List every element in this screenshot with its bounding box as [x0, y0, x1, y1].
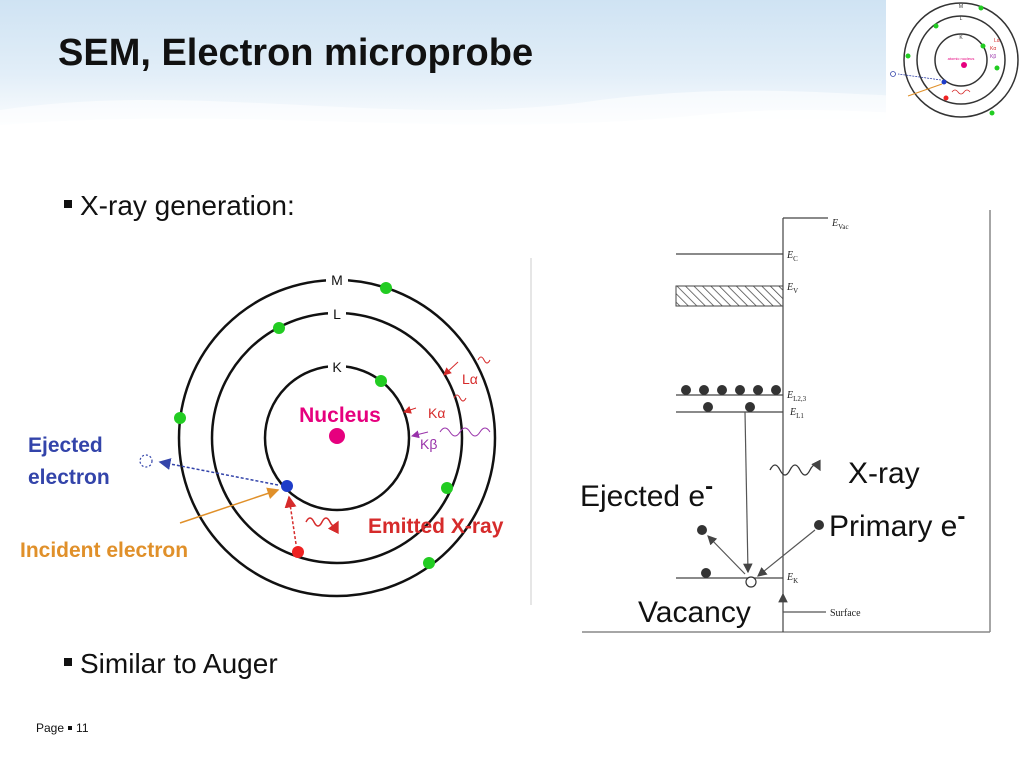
emitted-xray-label: Emitted X-ray	[368, 515, 504, 538]
ejected-electron-outline	[139, 454, 153, 468]
e-l23-label: EL2,3	[786, 390, 807, 403]
electron-l23	[681, 385, 691, 395]
thumb-k-beta: Kβ	[990, 54, 996, 60]
xray-label: X-ray	[848, 457, 920, 490]
electron-l23	[735, 385, 745, 395]
electron-k	[701, 568, 711, 578]
thumb-primary-electron	[943, 95, 949, 101]
page-number: 11	[76, 721, 89, 735]
ejection-arrow	[158, 458, 279, 486]
bullet-text: X-ray generation:	[80, 190, 295, 221]
electron-l-shell	[273, 322, 285, 334]
vacancy-marker	[745, 576, 757, 588]
vacancy-electron	[281, 480, 293, 492]
e-c-label: EC	[786, 250, 798, 263]
header-wave-decoration	[0, 90, 1024, 140]
bullet-marker	[64, 199, 72, 208]
nucleus	[329, 428, 345, 444]
bullet-marker	[64, 657, 72, 666]
thumb-shell-l-label: L	[960, 16, 963, 22]
thumb-ejected-electron	[890, 71, 896, 77]
thumbnail-atom-diagram: M L K atomic nucleus Lα Kα Kβ	[886, 0, 1024, 130]
electron-l23	[771, 385, 781, 395]
l-shell-label: L	[333, 306, 341, 322]
thumb-electron	[980, 43, 986, 49]
ejected-e-label: Ejected e-	[580, 473, 713, 513]
incident-arrow	[179, 487, 280, 524]
bullet-similar-to-auger: Similar to Auger	[64, 648, 278, 680]
m-shell-label: M	[331, 272, 343, 288]
k-shell-label: K	[332, 359, 342, 375]
surface-label: Surface	[830, 608, 861, 619]
primary-arrow	[757, 529, 816, 577]
thumb-shell-m-label: M	[959, 4, 963, 10]
electron-m-shell	[380, 282, 392, 294]
primary-electron	[292, 546, 304, 558]
atom-shell-diagram: M L K Nucleus Lα Kα Kβ Ejected electron …	[20, 258, 532, 605]
thumb-l-alpha: Lα	[994, 38, 1000, 44]
slide-title: SEM, Electron microprobe	[58, 32, 534, 74]
primary-e-label: Primary e-	[829, 503, 965, 543]
emitted-xray-wave	[305, 517, 339, 535]
electron-l1	[745, 402, 755, 412]
e-l1-label: EL1	[789, 407, 804, 420]
xray-wave	[769, 459, 821, 476]
l-alpha-label: Lα	[462, 371, 478, 387]
electron-m-shell	[174, 412, 186, 424]
thumb-k-alpha: Kα	[990, 46, 996, 52]
page-label: Page	[36, 721, 65, 735]
electron-l1	[703, 402, 713, 412]
bullet-xray-generation: X-ray generation:	[64, 190, 295, 222]
electron-k-shell	[375, 375, 387, 387]
thumb-shell-k-label: K	[959, 35, 963, 41]
energy-level-diagram: EVac EC EV EL2,3 EL1 EK Surface X-ray Ej…	[580, 210, 991, 633]
k-beta-label: Kβ	[420, 436, 437, 452]
e-k-label: EK	[786, 572, 798, 585]
valence-band	[675, 285, 784, 307]
transition-arrow	[743, 411, 753, 574]
thumb-vacancy-electron	[941, 79, 947, 85]
thumb-electron	[933, 23, 939, 29]
e-vac-label: EVac	[831, 218, 849, 231]
thumb-electron	[989, 110, 995, 116]
nucleus-label: Nucleus	[299, 404, 381, 427]
ejected-electron-label-line1: Ejected	[28, 434, 103, 457]
transition-arrow	[284, 495, 297, 545]
electron-l23	[717, 385, 727, 395]
thumb-nucleus-label: atomic nucleus	[948, 56, 975, 61]
thumb-electron	[905, 53, 911, 59]
footer-separator	[68, 725, 73, 730]
e-v-label: EV	[786, 282, 798, 295]
bullet-text: Similar to Auger	[80, 648, 278, 679]
electron-m-shell	[423, 557, 435, 569]
electron-l23	[699, 385, 709, 395]
thumb-electron	[994, 65, 1000, 71]
ejected-electron-label-line2: electron	[28, 466, 110, 489]
primary-electron	[814, 520, 824, 530]
page-footer: Page 11	[36, 721, 89, 735]
vacancy-label: Vacancy	[638, 596, 751, 629]
incident-electron-label: Incident electron	[20, 539, 188, 562]
k-alpha-label: Kα	[428, 405, 445, 421]
thumb-electron	[978, 5, 984, 11]
electron-l-shell	[441, 482, 453, 494]
ejection-arrow	[707, 535, 746, 575]
ejected-electron	[697, 525, 707, 535]
electron-l23	[753, 385, 763, 395]
thumb-nucleus	[961, 62, 967, 68]
